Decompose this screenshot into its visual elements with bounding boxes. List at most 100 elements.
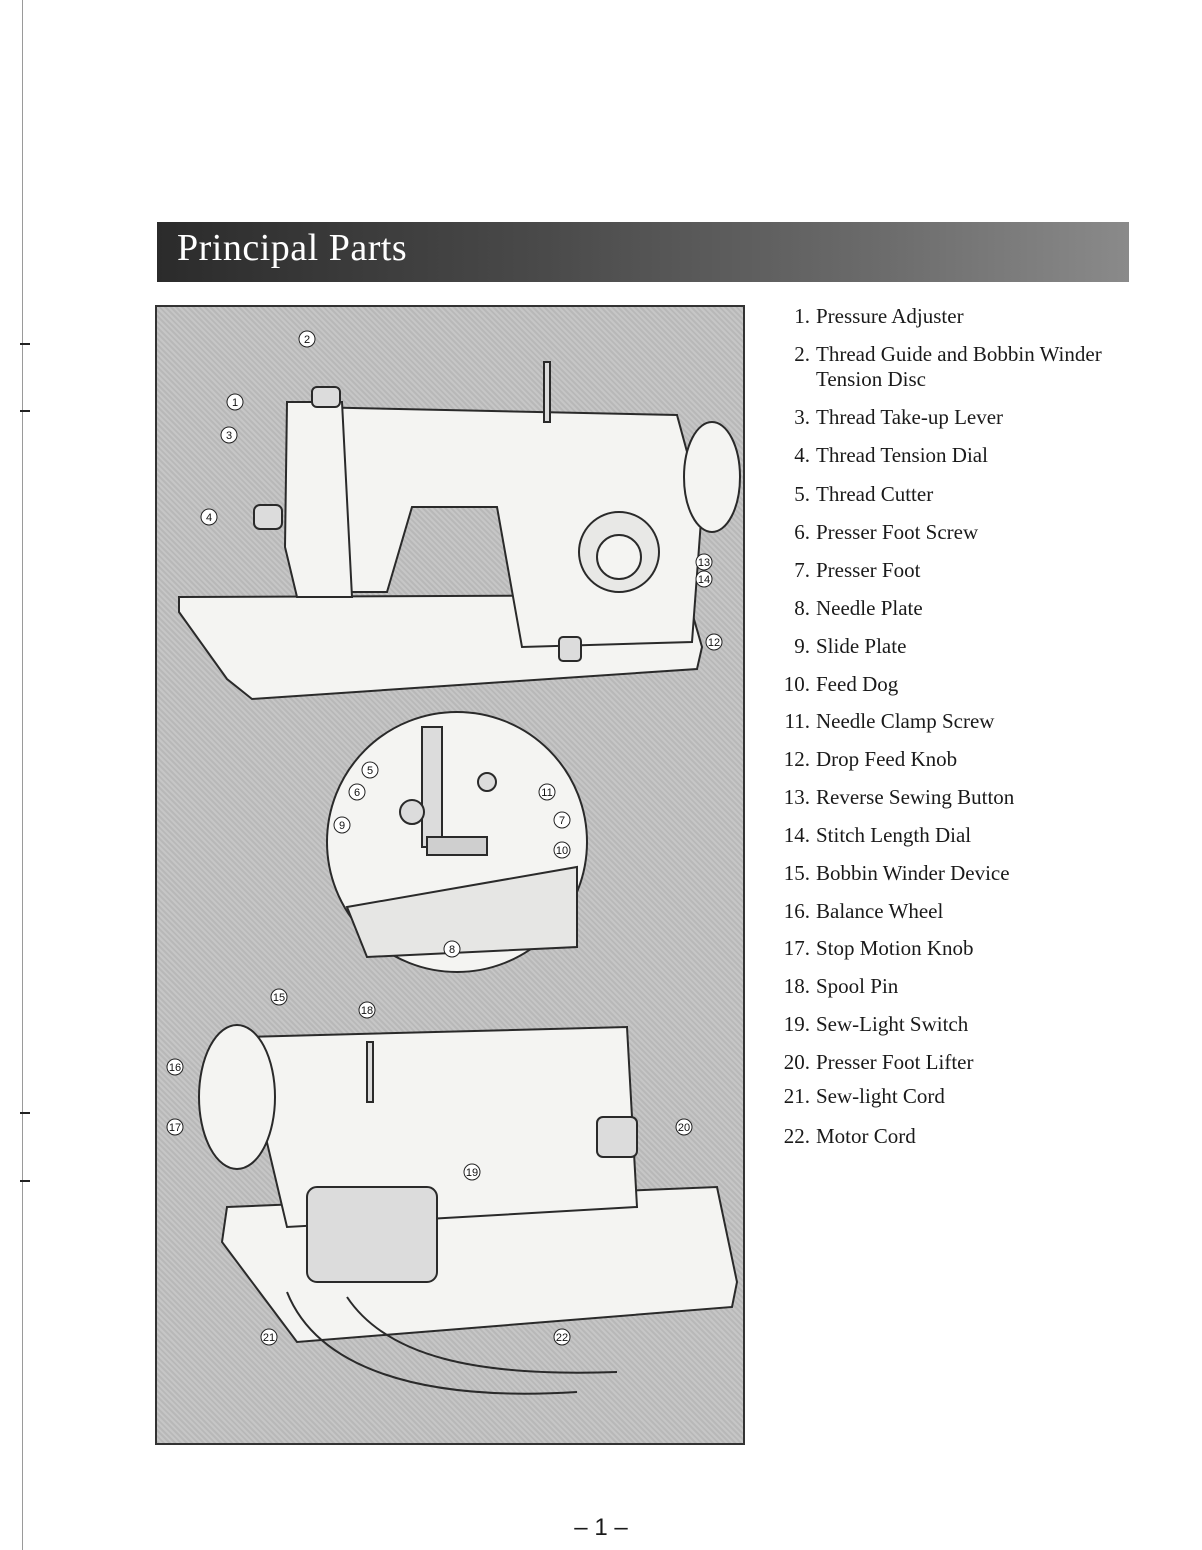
part-name: Feed Dog [816, 672, 899, 696]
part-name: Balance Wheel [816, 899, 944, 923]
callout-21: 21 [260, 1328, 278, 1346]
part-number: 15. [783, 861, 810, 885]
part-item-tension-dial: 4.Thread Tension Dial [760, 443, 1161, 468]
part-name: Thread Take-up Lever [816, 405, 1004, 429]
part-item-presser-foot-screw: 6.Presser Foot Screw [760, 520, 1161, 545]
svg-text:8: 8 [449, 944, 455, 956]
svg-text:19: 19 [466, 1167, 478, 1179]
callout-20: 20 [675, 1118, 693, 1136]
svg-text:16: 16 [169, 1062, 181, 1074]
callout-22: 22 [553, 1328, 571, 1346]
callout-14: 14 [695, 570, 713, 588]
part-item-needle-plate: 8.Needle Plate [760, 596, 1161, 621]
part-item-thread-cutter: 5.Thread Cutter [760, 482, 1161, 507]
part-name: Motor Cord [816, 1124, 916, 1148]
callout-4: 4 [200, 508, 218, 526]
part-item-balance-wheel: 16.Balance Wheel [760, 899, 1161, 924]
part-item-presser-foot-lifter: 20.Presser Foot Lifter [760, 1050, 1161, 1075]
callout-16: 16 [166, 1058, 184, 1076]
page-title: Principal Parts [177, 227, 408, 269]
part-number: 5. [794, 482, 810, 506]
part-item-bobbin-winder: 15.Bobbin Winder Device [760, 861, 1161, 886]
binding-mark [20, 410, 30, 412]
svg-text:12: 12 [708, 637, 720, 649]
lower-machine-arm [240, 1025, 639, 1229]
svg-text:17: 17 [169, 1122, 181, 1134]
part-item-needle-clamp-screw: 11.Needle Clamp Screw [760, 709, 1161, 734]
part-item-stop-motion-knob: 17.Stop Motion Knob [760, 936, 1161, 961]
part-item-presser-foot: 7.Presser Foot [760, 558, 1161, 583]
svg-text:9: 9 [339, 820, 345, 832]
part-item-motor-cord: 22.Motor Cord [760, 1124, 1161, 1149]
section-header-banner: Principal Parts [157, 222, 1129, 282]
illustration-svg: 1 2 3 4 5 6 7 8 9 10 11 12 13 14 15 16 1… [166, 330, 741, 1395]
svg-text:7: 7 [559, 815, 565, 827]
callout-18: 18 [358, 1001, 376, 1019]
part-number: 12. [783, 747, 810, 771]
svg-text:3: 3 [226, 430, 232, 442]
tension-dial [253, 504, 283, 530]
part-name: Reverse Sewing Button [816, 785, 1015, 809]
callout-6: 6 [348, 783, 366, 801]
part-number: 22. [783, 1124, 810, 1148]
callout-8: 8 [443, 940, 461, 958]
detail-presser-foot [426, 836, 488, 856]
detail-clamp-screw [477, 772, 497, 792]
part-item-slide-plate: 9.Slide Plate [760, 634, 1161, 659]
part-name: Slide Plate [816, 634, 907, 658]
part-number: 14. [783, 823, 810, 847]
part-name: Drop Feed Knob [816, 747, 958, 771]
part-name: Spool Pin [816, 974, 899, 998]
binding-mark [20, 1180, 30, 1182]
binding-line [22, 0, 23, 1550]
callout-17: 17 [166, 1118, 184, 1136]
spool-pin-upper [543, 361, 551, 423]
svg-text:10: 10 [556, 845, 568, 857]
drop-feed-knob [558, 636, 582, 662]
svg-text:5: 5 [367, 765, 373, 777]
part-item-pressure-adjuster: 1.Pressure Adjuster [760, 304, 1161, 329]
part-name: Pressure Adjuster [816, 304, 964, 328]
part-name: Thread Guide and Bobbin Winder Tension D… [816, 342, 1102, 391]
part-item-take-up-lever: 3.Thread Take-up Lever [760, 405, 1161, 430]
svg-text:18: 18 [361, 1005, 373, 1017]
part-number: 20. [783, 1050, 810, 1074]
svg-text:13: 13 [698, 557, 710, 569]
part-item-feed-dog: 10.Feed Dog [760, 672, 1161, 697]
part-item-sew-light-switch: 19.Sew-Light Switch [760, 1012, 1161, 1037]
part-number: 13. [783, 785, 810, 809]
binding-mark [20, 1112, 30, 1114]
part-name: Needle Clamp Screw [816, 709, 995, 733]
callout-10: 10 [553, 841, 571, 859]
motor-cord [346, 1296, 618, 1374]
svg-text:15: 15 [273, 992, 285, 1004]
part-item-reverse-button: 13.Reverse Sewing Button [760, 785, 1161, 810]
svg-text:20: 20 [678, 1122, 690, 1134]
part-item-spool-pin: 18.Spool Pin [760, 974, 1161, 999]
svg-text:6: 6 [354, 787, 360, 799]
part-name: Sew-light Cord [816, 1084, 945, 1108]
part-number: 21. [783, 1084, 810, 1108]
part-number: 8. [794, 596, 810, 620]
part-name: Presser Foot Screw [816, 520, 979, 544]
part-name: Stop Motion Knob [816, 936, 974, 960]
upper-balance-wheel [683, 421, 741, 533]
part-name: Presser Foot [816, 558, 921, 582]
callout-9: 9 [333, 816, 351, 834]
part-number: 2. [794, 342, 810, 366]
spool-pin-lower [366, 1041, 374, 1103]
part-number: 6. [794, 520, 810, 544]
part-name: Thread Tension Dial [816, 443, 988, 467]
callout-2: 2 [298, 330, 316, 348]
binding-mark [20, 343, 30, 345]
part-name: Bobbin Winder Device [816, 861, 1010, 885]
detail-foot-screw [399, 799, 425, 825]
part-number: 1. [794, 304, 810, 328]
callout-1: 1 [226, 393, 244, 411]
svg-text:21: 21 [263, 1332, 275, 1344]
part-number: 17. [783, 936, 810, 960]
part-item-sew-light-cord: 21.Sew-light Cord [760, 1084, 1161, 1109]
callout-7: 7 [553, 811, 571, 829]
part-number: 7. [794, 558, 810, 582]
callout-13: 13 [695, 553, 713, 571]
